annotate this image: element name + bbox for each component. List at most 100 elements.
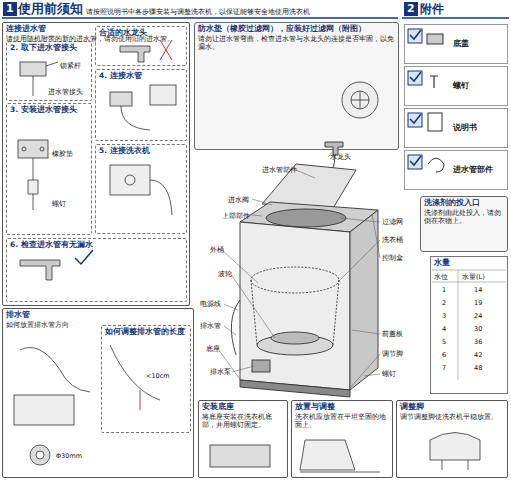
drawing-polygon (240, 222, 350, 390)
drawing-line (338, 240, 380, 282)
part-label: 波轮 (218, 270, 232, 278)
box-heading: 调整脚 (397, 401, 507, 412)
drawing-ellipse (266, 209, 346, 227)
part-label: 5 (442, 338, 446, 346)
box-heading: 洗涤剂的投入口 (421, 197, 507, 208)
drawing-line (218, 349, 242, 382)
drawing-line (402, 17, 509, 19)
drawing-line (224, 326, 236, 335)
part-label: 请按照说明书中各步骤安装与调整洗衣机，以保证能够安全地使用洗衣机 (86, 8, 310, 16)
part-label: 进水管部件 (262, 166, 297, 174)
part-label: <10cm (146, 372, 170, 380)
part-label: 水位 (434, 273, 448, 281)
box-body: 如何放置排水管方向 (3, 320, 193, 330)
drawing-line (224, 304, 238, 310)
part-label: 电源线 (200, 300, 221, 308)
acc-box: 进水管部件 (404, 150, 508, 190)
box-body: 请勿让进水管弯曲，检查进水管与水龙头的连接是否牢固，以免漏水。 (195, 34, 398, 52)
part-label: 排水泵 (210, 368, 231, 376)
box-heading: 螺钉 (405, 67, 507, 91)
part-label: 36 (474, 338, 482, 346)
drawing-polygon (262, 164, 356, 210)
drawing-polygon (240, 380, 350, 397)
page-title: 使用前须知 (18, 1, 83, 16)
acc-box: 说明书 (404, 108, 508, 148)
box-heading: 如何调整排水管的长度 (102, 326, 190, 337)
part-label: 4 (442, 325, 446, 333)
part-label: 调节脚 (382, 350, 403, 358)
part-label: 过滤网 (382, 218, 403, 226)
part-label: 30 (474, 325, 482, 333)
part-label: 附件 (420, 2, 444, 16)
header-lines (2, 18, 509, 19)
drawing-ellipse (257, 335, 333, 355)
part-label: 3 (442, 312, 446, 320)
part-label: 外桶 (210, 246, 224, 254)
part-label: 橡胶垫 (52, 150, 73, 158)
drawing-ellipse (251, 267, 339, 293)
part-label: 水量(L) (462, 273, 485, 281)
drawing-line (232, 366, 254, 372)
part-label: 螺钉 (382, 370, 396, 378)
box-heading: 4. 连接水管 (96, 70, 186, 81)
part-label: 前盖板 (382, 330, 403, 338)
drawing-line (340, 218, 380, 222)
step-box: 6. 检查进水管有无漏水 (6, 238, 187, 302)
panel-box: 安装底座将底座安装在洗衣机底部，并用螺钉固定。 (198, 400, 288, 478)
part-label: 上部部件 (222, 212, 250, 220)
drawing-path (231, 300, 240, 355)
leader-lines (218, 150, 380, 388)
drawing-line (364, 374, 380, 376)
acc-box: 螺钉 (404, 66, 508, 106)
step-box: 5. 连接洗衣机 (95, 144, 187, 234)
drawing-rect (252, 360, 270, 372)
washing-machine (231, 142, 378, 397)
part-label: 6 (442, 351, 446, 359)
drawing-line (252, 199, 272, 205)
drawing-line (2, 17, 398, 19)
section-number: 2 (404, 2, 418, 16)
part-label: 42 (474, 351, 482, 359)
box-heading: 说明书 (405, 109, 507, 133)
acc-box: 底盖 (404, 24, 508, 64)
box-heading: 进水管部件 (405, 151, 507, 175)
box-heading: 放置与调整 (292, 401, 392, 412)
drawing-line (352, 330, 380, 334)
part-label: 锁紧杆 (60, 62, 81, 70)
drawing-line (350, 354, 380, 388)
box-heading: 排水管 (3, 309, 193, 320)
part-label: 控制盒 (382, 254, 403, 262)
box-heading: 5. 连接洗衣机 (96, 145, 186, 156)
part-label: 24 (474, 312, 482, 320)
box-body: 请使用随机附带的新的进水管，请勿使用旧的进水管。 (3, 34, 189, 44)
drawing-ellipse (271, 332, 319, 344)
part-label: 1 (442, 286, 446, 294)
drawing-line (222, 250, 258, 283)
drawing-line (252, 215, 262, 216)
part-label: 2 (442, 299, 446, 307)
drawing-line (333, 280, 339, 345)
panel-box: 排水管如何放置排水管方向如何调整排水管的长度 (2, 308, 194, 478)
box-body: 洗衣机应放置在平坦坚固的地面上。 (292, 412, 392, 430)
drawing-line (372, 214, 380, 258)
part-label: 螺钉 (52, 200, 66, 208)
box-body: 洗涤剂由此处投入，请勿倒在衣物上。 (421, 208, 507, 226)
box-heading: 底盖 (405, 25, 507, 49)
part-label: 水龙头 (330, 153, 351, 161)
box-heading: 安装底座 (199, 401, 287, 412)
panel-box: 放置与调整洗衣机应放置在平坦坚固的地面上。 (291, 400, 393, 478)
step-box: 4. 连接水管 (95, 69, 187, 141)
step-box: 合适的水龙头 (95, 26, 187, 66)
box-heading: 连接进水管 (3, 23, 189, 34)
drawing-line (230, 273, 275, 338)
box-heading: 水量 (431, 257, 507, 268)
drawing-polygon (350, 210, 378, 390)
part-label: 7 (442, 364, 446, 372)
part-label: 进水管接头 (48, 88, 83, 96)
box-body: 调节调整脚使洗衣机平稳放置。 (397, 412, 507, 422)
part-label: 洗衣桶 (382, 236, 403, 244)
drawing-line (251, 280, 257, 345)
part-label: 进水阀 (228, 196, 249, 204)
box-heading: 2. 取下进水管接头 (7, 42, 91, 53)
